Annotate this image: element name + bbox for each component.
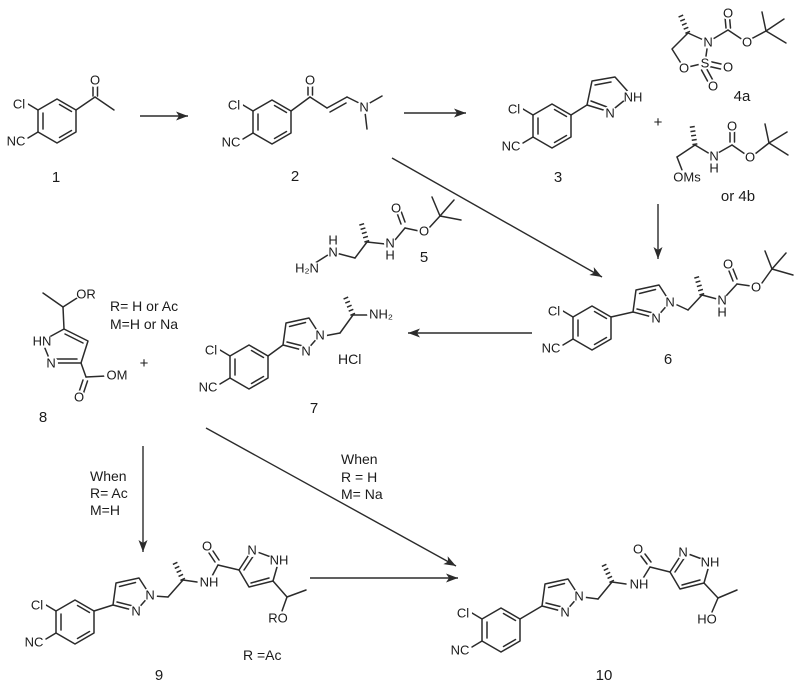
m-options-text: M=H or Na [110,316,178,332]
atom-label-h: H [385,248,394,263]
atom-label-om: OM [107,368,128,383]
atom-label-ro: RO [268,611,288,626]
when-10-line1: When [341,451,378,467]
arrow-2-to-6 [391,157,603,278]
aryl-ring-10 [448,604,521,659]
r-options-text: R= H or Ac [110,298,178,314]
aryl-ring-2 [219,96,292,151]
compound-6-structure: N H O O [539,250,794,357]
atom-label-n: N [709,149,718,164]
atom-label-o: O [723,6,733,21]
compound-1-structure: O [4,73,115,150]
atom-label-o: O [633,542,643,557]
atom-label-n: N [359,100,368,115]
compound-6-label: 6 [664,351,672,368]
aryl-ring-7 [196,341,269,396]
atom-label-o: O [751,280,761,295]
compound-9-label: 9 [155,667,163,684]
atom-label-nh: NH [630,577,649,592]
atom-label-o: O [679,61,689,76]
compound-5-structure: H₂N N H N H O O [292,196,462,276]
atom-label-ho: HO [697,612,717,627]
arrows [138,108,663,583]
atom-label-h: H [328,233,337,248]
compound-7-structure: NH₂ [196,295,395,396]
r-equals-ac-text: R =Ac [243,647,282,663]
compound-4a-label: 4a [734,88,751,105]
condition-to-9: When R= Ac M=H [90,468,128,518]
compound-10-structure: NH O HO [448,542,738,659]
atom-label-nh2: NH₂ [369,307,393,322]
atom-label-o: O [708,79,718,94]
compound-4a-structure: N S O O O O O [671,6,787,94]
compound-10-label: 10 [596,667,613,684]
compound-2-label: 2 [291,168,299,185]
pyrazole-ring-10b [669,543,722,590]
pyrazole-ring-6 [632,284,678,327]
aryl-ring-9 [22,596,95,651]
aryl-ring-3 [499,100,572,155]
atom-label-o: O [723,257,733,272]
atom-label-n: N [703,35,712,50]
atom-label-o: O [419,224,429,239]
condition-to-10: When R = H M= Na [341,451,383,502]
when-9-line2: R= Ac [90,485,128,501]
atom-label-h: H [717,305,726,320]
compound-2-structure: O N [219,73,383,151]
when-10-line2: R = H [341,469,377,485]
compound-4b-label: or 4b [721,188,755,205]
atom-label-o: O [202,539,212,554]
pyrazole-ring-9b [238,541,291,588]
aryl-ring-1 [4,95,77,150]
atom-label-oms: OMs [673,170,701,185]
atom-label-n: N [385,236,394,251]
atom-label-o: O [74,390,84,405]
compound-1-label: 1 [52,169,60,186]
atom-label-nh: NH [624,90,643,105]
atom-label-or: OR [76,287,96,302]
atom-label-o: O [723,60,733,75]
pyrazole-ring-9a [112,577,158,620]
arrow-7-to-10 [205,427,457,567]
pyrazole-ring-10a [541,578,587,621]
atom-label-nh: NH [200,575,219,590]
atom-label-o: O [90,73,100,88]
compound-8-structure: OR HN N O OM [31,287,130,405]
atom-label-n: N [328,245,337,260]
plus-sign-8-7: + [140,355,149,372]
compound-3-label: 3 [554,169,562,186]
atom-label-n: N [46,356,55,371]
pyrazole-ring-7 [282,317,328,360]
atom-label-h: H [709,161,718,176]
when-10-line3: M= Na [341,486,383,502]
plus-sign-3-4: + [654,114,663,131]
atom-label-o: O [727,119,737,134]
atom-label-n: N [605,106,614,121]
compound-9-structure: NH O RO [22,539,307,651]
aryl-ring-6 [539,302,612,357]
compound-7-label: 7 [310,400,318,417]
atom-label-o: O [305,73,315,88]
atom-label-h2n: H₂N [295,261,319,276]
atom-label-n: N [717,293,726,308]
atom-label-hn: HN [33,334,52,349]
when-9-line3: M=H [90,502,120,518]
atom-label-s: S [701,56,710,71]
when-9-line1: When [90,468,127,484]
salt-label-hcl: HCl [338,351,361,367]
atom-label-o: O [745,150,755,165]
compound-8-label: 8 [39,409,47,426]
atom-label-o: O [742,35,752,50]
compound-5-label: 5 [420,249,428,266]
compound-4b-structure: OMs N H O O [672,119,789,185]
atom-label-o: O [391,201,401,216]
compound-3-structure: NH N [499,76,644,155]
